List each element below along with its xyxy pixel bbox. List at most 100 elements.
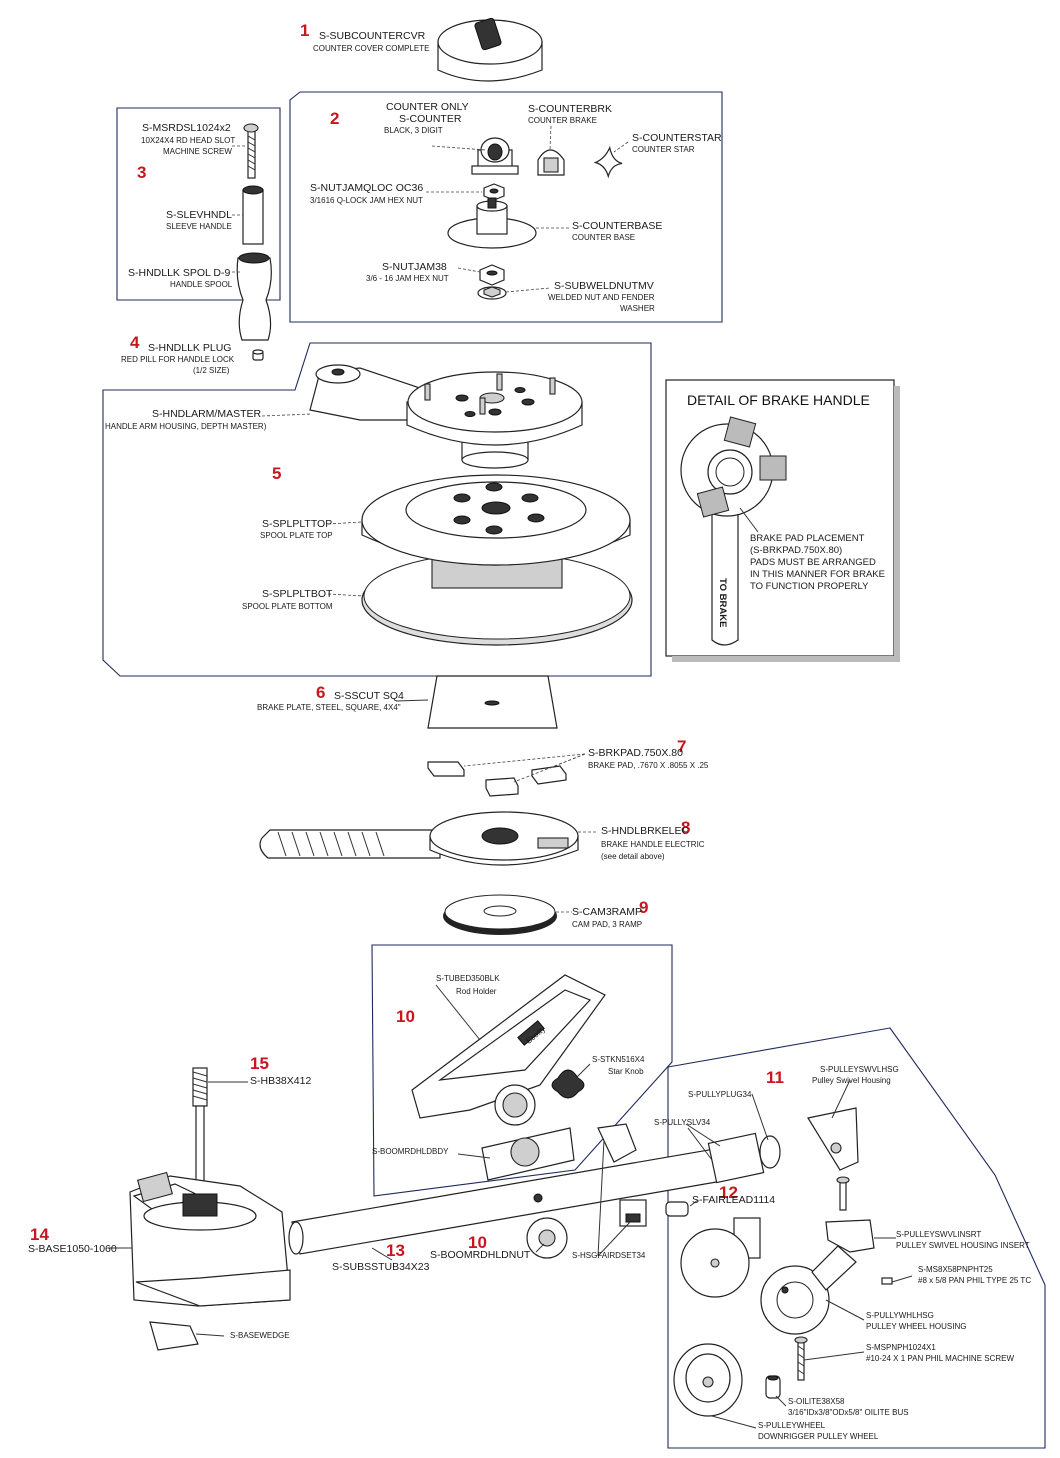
boom-tube-part <box>288 1132 781 1255</box>
part-number-label: S-SUBWELDNUTMV <box>554 280 654 292</box>
part-description: COUNTER BASE <box>572 233 635 242</box>
boom-rod-holder-body-part <box>481 1127 575 1181</box>
welded-nut-part <box>477 286 507 300</box>
detail-note-line: IN THIS MANNER FOR BRAKE <box>750 569 885 580</box>
part-description: DOWNRIGGER PULLEY WHEEL <box>758 1432 879 1441</box>
part-number-label: S-CAM3RAMP <box>572 906 642 918</box>
part-number-label: S-SSCUT SQ4 <box>334 690 404 702</box>
callout-number: 14 <box>30 1225 49 1244</box>
part-number-label: COUNTER ONLY <box>386 101 469 113</box>
detail-box-shadow <box>894 386 900 662</box>
part-number-label: S-HB38X412 <box>250 1075 311 1087</box>
brake-pads-part <box>427 761 567 797</box>
callout-number: 9 <box>639 898 648 917</box>
base-wedge-part <box>149 1321 199 1351</box>
detail-box-shadow-bottom <box>672 656 900 662</box>
spool-plate-bottom-part <box>361 552 633 646</box>
part-description: RED PILL FOR HANDLE LOCK <box>121 355 235 364</box>
part-description: Pulley Swivel Housing <box>812 1076 891 1085</box>
rod-holder-part: Scotty <box>411 974 606 1126</box>
callout-number: 10 <box>396 1007 415 1026</box>
pulley-wheel-part <box>673 1343 743 1417</box>
part-number-label: S-HNDLBRKELEC <box>601 825 690 837</box>
part-number-label: S-PULLEYWHEEL <box>758 1421 826 1430</box>
pulley-swivel-housing-part <box>807 1107 859 1211</box>
detail-note-line: TO FUNCTION PROPERLY <box>750 581 869 592</box>
part-number-label: S-NUTJAM38 <box>382 261 447 273</box>
callout-number: 5 <box>272 464 281 483</box>
part-description: SPOOL PLATE BOTTOM <box>242 602 333 611</box>
fairlead-part <box>665 1201 689 1217</box>
part-description: HANDLE SPOOL <box>170 280 233 289</box>
callout-number: 13 <box>386 1241 405 1260</box>
brake-handle-detail-drawing <box>680 416 787 646</box>
machine-screw-part <box>794 1336 808 1381</box>
detail-note-line: PADS MUST BE ARRANGED <box>750 557 876 568</box>
part-description: 3/1616 Q-LOCK JAM HEX NUT <box>310 196 423 205</box>
part-number-label: S-MSPNPH1024X1 <box>866 1343 936 1352</box>
part-description: SPOOL PLATE TOP <box>260 531 333 540</box>
star-knob-part <box>551 1069 585 1099</box>
part-description: 3/16"IDx3/8"ODx5/8" OILITE BUS <box>788 1408 909 1417</box>
part-number-label: S-BRKPAD.750X.80 <box>588 747 683 759</box>
callout-number: 6 <box>316 683 325 702</box>
part-description: CAM PAD, 3 RAMP <box>572 920 642 929</box>
part-description: Rod Holder <box>456 987 497 996</box>
part-number-label: S-FAIRLEAD1114 <box>692 1194 775 1206</box>
part-number-label: S-COUNTERBASE <box>572 220 662 232</box>
part-number-label: S-OILITE38X58 <box>788 1397 845 1406</box>
detail-box <box>665 379 895 657</box>
group-box-11 <box>667 1027 1046 1449</box>
part-description: BRAKE HANDLE ELECTRIC <box>601 840 705 849</box>
part-number-label: S-COUNTERBRK <box>528 103 612 115</box>
part-description: (1/2 SIZE) <box>193 366 230 375</box>
oilite-bushing-part <box>765 1375 781 1399</box>
part-number-label: S-COUNTERSTAR <box>632 132 722 144</box>
to-brake-label: TO BRAKE <box>717 578 728 627</box>
handle-arm-housing-part <box>309 364 583 469</box>
group-box-5 <box>102 342 652 677</box>
base-part <box>129 1171 291 1307</box>
callout-number: 12 <box>719 1183 738 1202</box>
handle-lock-plug-part <box>252 349 264 361</box>
detail-title: DETAIL OF BRAKE HANDLE <box>687 392 870 408</box>
part-number-label: S-HNDLARM/MASTER <box>152 408 262 420</box>
part-description: MACHINE SCREW <box>163 147 232 156</box>
part-description: #8 x 5/8 PAN PHIL TYPE 25 TC <box>918 1276 1031 1285</box>
callout-number: 15 <box>250 1054 269 1073</box>
callout-number: 11 <box>766 1068 784 1087</box>
boom-nut-part <box>526 1217 568 1259</box>
brake-plate-part <box>427 675 558 729</box>
part-description: COUNTER COVER COMPLETE <box>313 44 429 53</box>
spool-plate-top-part <box>361 474 631 566</box>
part-description: WELDED NUT AND FENDER <box>548 293 655 302</box>
detail-note-line: BRAKE PAD PLACEMENT <box>750 533 865 544</box>
part-description: BLACK, 3 DIGIT <box>384 126 443 135</box>
counter-star-part <box>593 145 623 179</box>
callout-number: 2 <box>330 109 339 128</box>
part-description: Star Knob <box>608 1067 644 1076</box>
part-number-label: S-PULLYSLV34 <box>654 1118 711 1127</box>
pulley-swivel-insert-part <box>825 1219 875 1253</box>
counter-cover-part <box>437 17 543 82</box>
callout-number: 4 <box>130 333 140 352</box>
callout-number: 1 <box>300 21 309 40</box>
handle-screw-part <box>243 123 259 179</box>
part-number-label: S-SLEVHNDL <box>166 209 232 221</box>
part-description: COUNTER BRAKE <box>528 116 597 125</box>
fairlead-set-part <box>597 1123 647 1227</box>
part-number-label: S-TUBED350BLK <box>436 974 500 983</box>
part-number-label: S-SPLPLTTOP <box>262 518 332 530</box>
part-number-label: S-BOOMRDHLDNUT <box>430 1249 531 1261</box>
part-description: 10X24X4 RD HEAD SLOT <box>141 136 235 145</box>
counter-part <box>471 137 519 175</box>
part-number-label: S-PULLYPLUG34 <box>688 1090 752 1099</box>
counter-base-part <box>447 197 537 249</box>
part-number-label: S-PULLEYSWVLINSRT <box>896 1230 981 1239</box>
part-number-label: S-MS8X58PNPHT25 <box>918 1265 993 1274</box>
part-number-label: S-MSRDSL1024x2 <box>142 122 231 134</box>
part-description: WASHER <box>620 304 655 313</box>
part-number-label: S-COUNTER <box>399 113 462 125</box>
leader-lines <box>108 125 913 1429</box>
part-number-label: S-PULLEYSWVLHSG <box>820 1065 899 1074</box>
